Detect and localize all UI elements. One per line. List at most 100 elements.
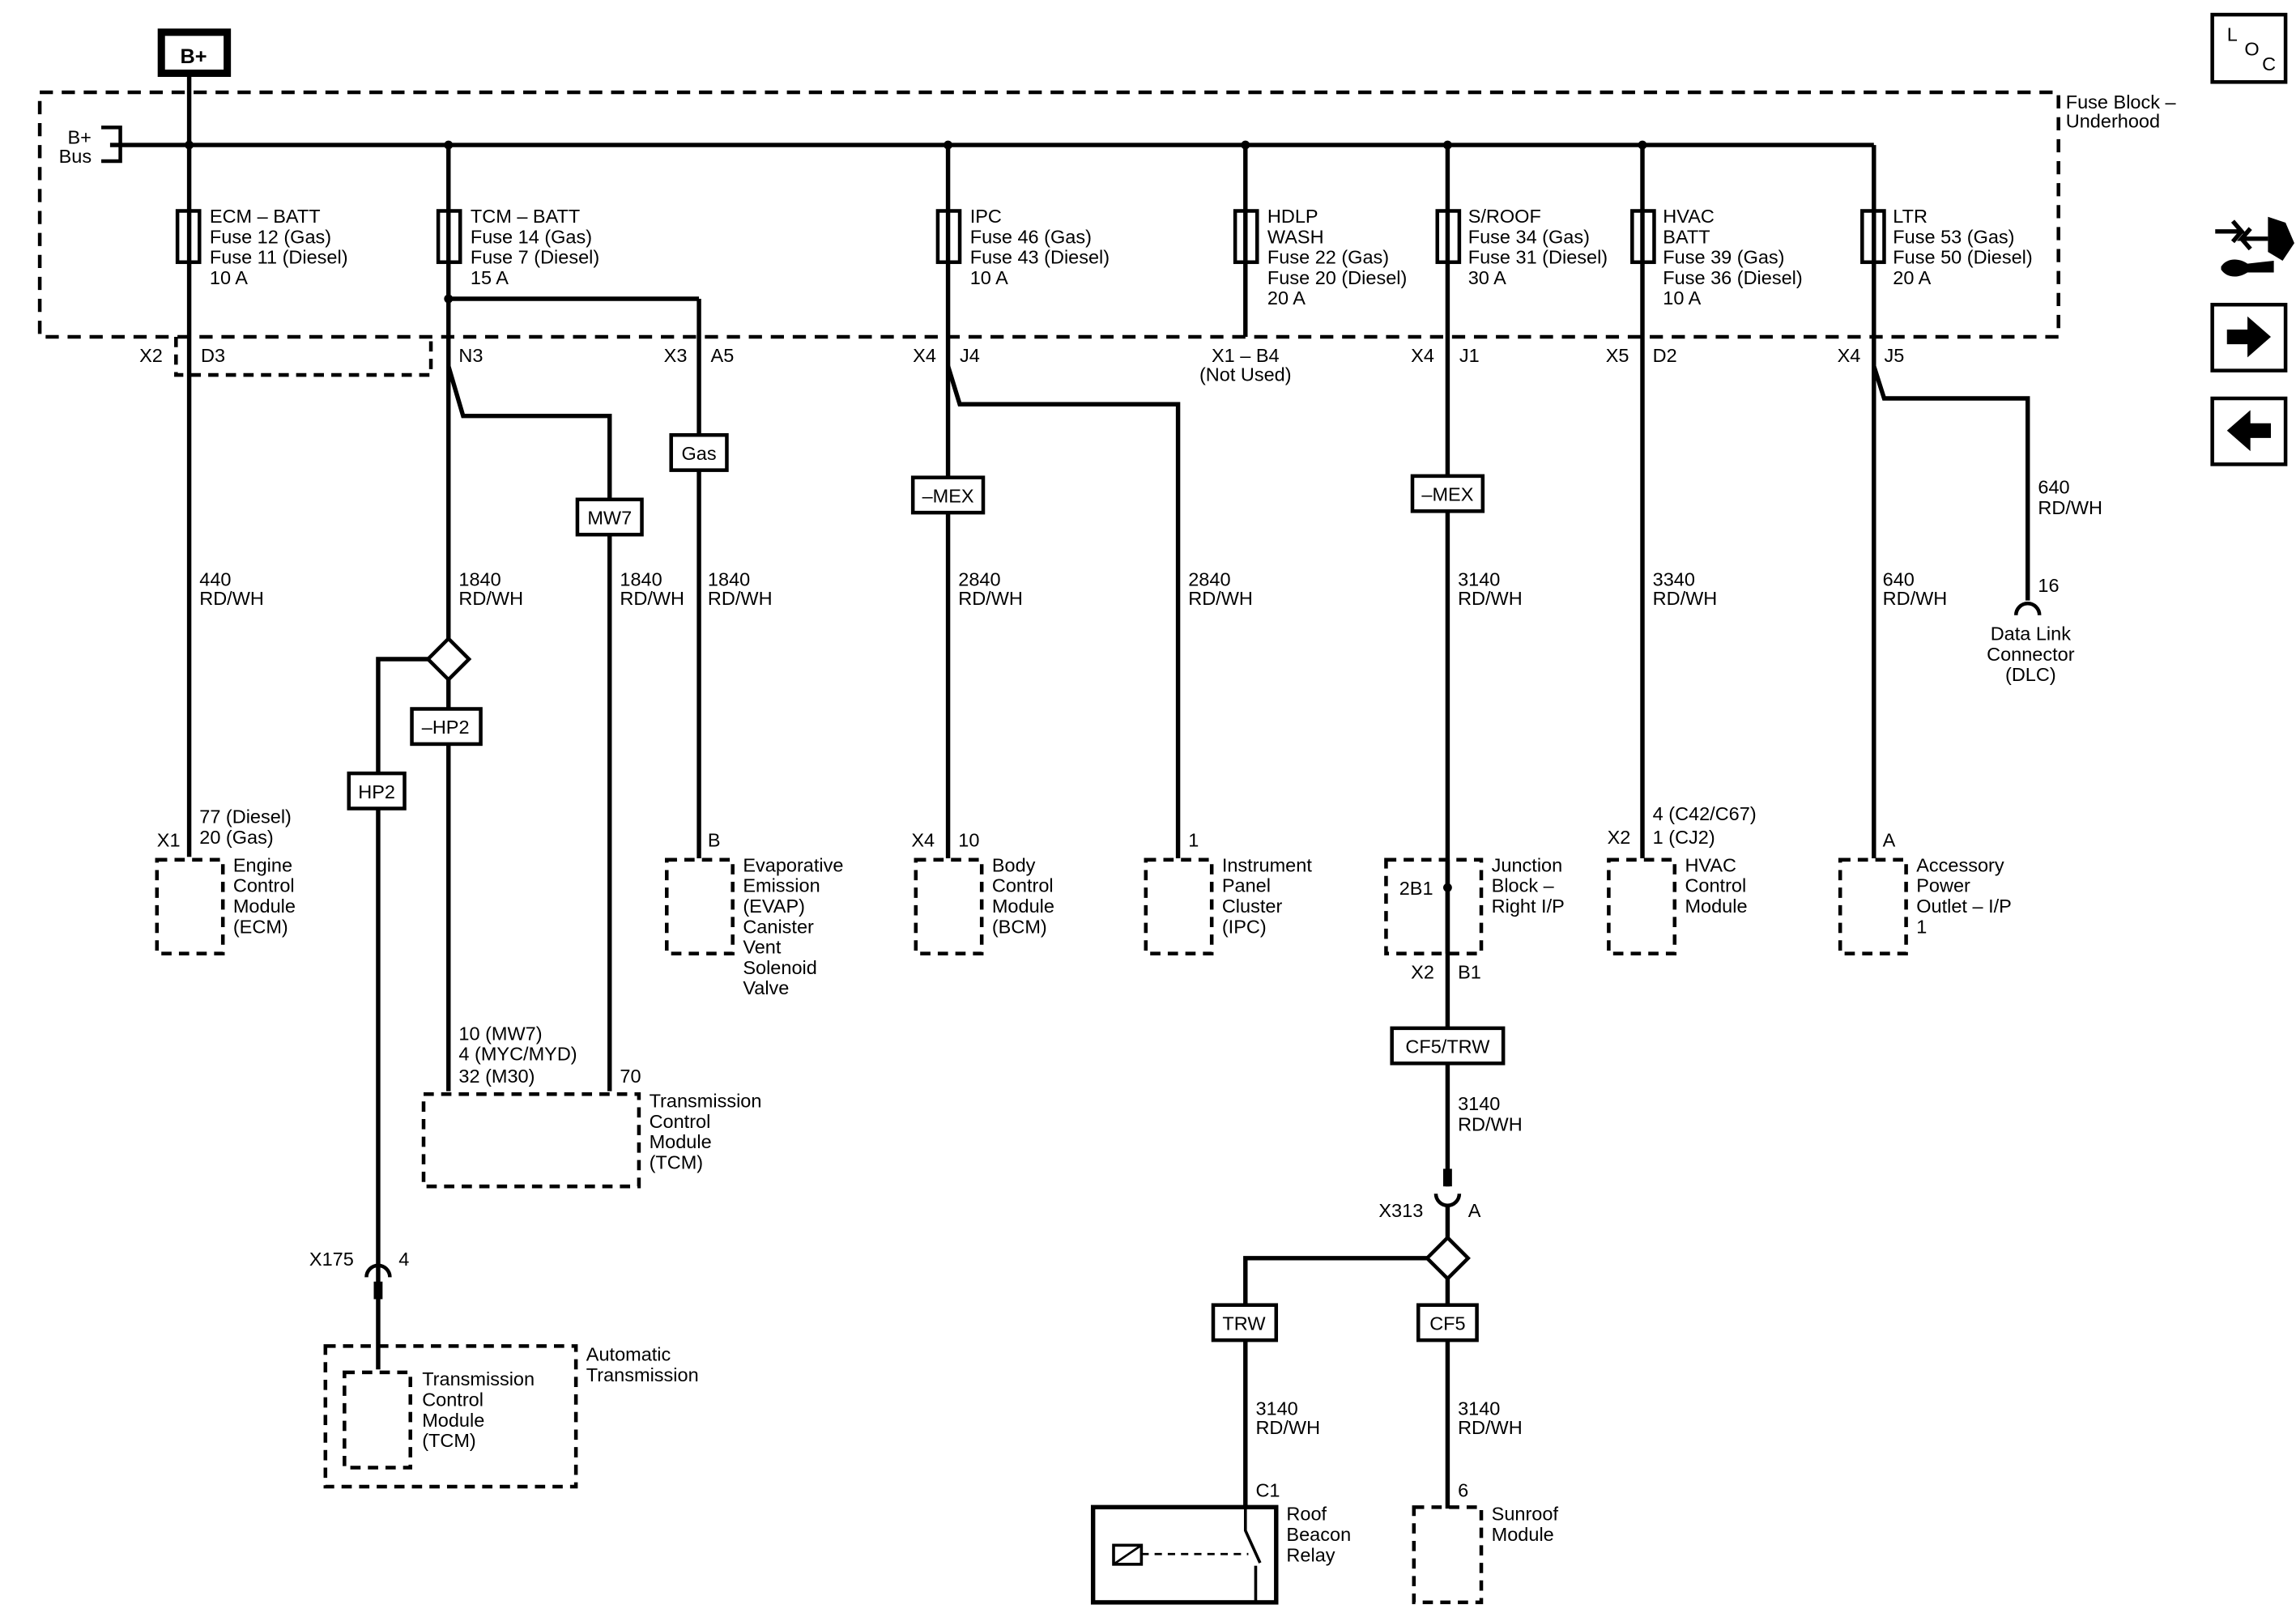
dlc-pin: 16 xyxy=(2038,575,2059,596)
x175-conn: X175 xyxy=(309,1249,354,1270)
tcm1-label-1: Transmission xyxy=(650,1091,762,1112)
tcm1-pin-1: 10 (MW7) xyxy=(458,1023,542,1044)
hvac-label-3: Module xyxy=(1685,896,1747,917)
relay-label-1: Roof xyxy=(1286,1504,1327,1525)
dlc-label-3: (DLC) xyxy=(2005,664,2056,685)
wire-640b-num: 640 xyxy=(2038,477,2069,498)
fuse-3-line-4: 10 A xyxy=(970,267,1008,288)
relay-label-2: Beacon xyxy=(1286,1524,1351,1545)
fuse-3-line-1: IPC xyxy=(970,206,1002,227)
fuse-6-line-5: 10 A xyxy=(1663,287,1701,309)
jb-pin: B1 xyxy=(1458,961,1481,982)
tcm1-module-box xyxy=(421,1091,641,1189)
bus-label-2: Bus xyxy=(59,146,92,167)
x313-connector-icon xyxy=(1433,1194,1462,1207)
bcm-label-3: Module xyxy=(992,896,1054,917)
option-hp2: HP2 xyxy=(358,781,395,802)
loc-button[interactable]: L O C xyxy=(2210,12,2288,84)
fuse-5-line-2: Fuse 34 (Gas) xyxy=(1468,226,1590,247)
option-cf5-box xyxy=(1416,1303,1479,1343)
connector-wrench-icon[interactable] xyxy=(2215,216,2294,277)
loc-o: O xyxy=(2244,39,2259,60)
fuse-6-line-3: Fuse 39 (Gas) xyxy=(1663,247,1784,268)
ecm-label-1: Engine xyxy=(233,854,292,875)
apo-label-2: Power xyxy=(1916,875,1970,896)
fuse-1-line-4: 10 A xyxy=(210,267,248,288)
fuse-labels: ECM – BATT Fuse 12 (Gas) Fuse 11 (Diesel… xyxy=(210,206,2033,309)
arrow-right-icon xyxy=(2226,316,2272,358)
tcm1-pin-2: 4 (MYC/MYD) xyxy=(458,1044,577,1065)
splice-diamond-hp2 xyxy=(425,636,472,683)
apo-label-3: Outlet – I/P xyxy=(1916,896,2012,917)
fuse-6-line-1: HVAC xyxy=(1663,206,1715,227)
option-gas-box xyxy=(669,432,729,472)
evap-label-7: Valve xyxy=(743,977,789,998)
option-mex1-box xyxy=(910,475,986,515)
fuse-5-line-4: 30 A xyxy=(1468,267,1506,288)
option-mex2-box xyxy=(1410,474,1485,513)
loc-c: C xyxy=(2262,53,2276,74)
option-trw-box xyxy=(1211,1303,1279,1343)
fuse-4-line-3: Fuse 22 (Gas) xyxy=(1267,247,1389,268)
bcm-pin: 10 xyxy=(958,830,979,851)
circuit-sroof: –MEX 3140 RD/WH 2B1 Junction Block – Rig… xyxy=(1090,145,1565,1605)
bcm-label-4: (BCM) xyxy=(992,916,1047,937)
conn-n3-label: N3 xyxy=(458,345,483,366)
fuse-block-outline xyxy=(37,90,2060,339)
dlc-connector-icon xyxy=(2013,602,2042,615)
conn-x5-label: X5 xyxy=(1606,345,1629,366)
tcm1-pin-b: 70 xyxy=(620,1066,641,1087)
evap-label-2: Emission xyxy=(743,875,820,896)
hvac-label-2: Control xyxy=(1685,875,1746,896)
fuse-7-line-2: Fuse 53 (Gas) xyxy=(1893,226,2014,247)
option-gas: Gas xyxy=(682,443,717,464)
jb-label-2: Block – xyxy=(1492,875,1555,896)
loc-l: L xyxy=(2227,24,2238,45)
hvac-label-1: HVAC xyxy=(1685,854,1736,875)
apo-module-box xyxy=(1838,857,1908,955)
option-mex1: –MEX xyxy=(922,485,974,506)
wire-1840b-num: 1840 xyxy=(620,569,662,590)
evap-label-6: Solenoid xyxy=(743,957,816,978)
tcm1-pin-3: 32 (M30) xyxy=(458,1066,535,1087)
wire-640b-color: RD/WH xyxy=(2038,497,2102,518)
evap-label-4: Canister xyxy=(743,916,814,937)
wire-440-color: RD/WH xyxy=(199,588,264,609)
option-hp2-box xyxy=(347,771,407,811)
circuit-ecm: 440 RD/WH 77 (Diesel) 20 (Gas) X1 Engine… xyxy=(155,145,296,955)
wire-3140b-num: 3140 xyxy=(1458,1093,1500,1114)
conn-x4-j4-b: J4 xyxy=(960,345,980,366)
tcm2-label-2: Control xyxy=(422,1389,483,1411)
evap-label-1: Evaporative xyxy=(743,854,843,875)
circuit-ltr: 640 RD/WH 640 RD/WH 16 Data Link Connect… xyxy=(1838,145,2102,955)
fuse-2-line-3: Fuse 7 (Diesel) xyxy=(471,247,599,268)
wire-3340-num: 3340 xyxy=(1653,569,1695,590)
wire-1840a-num: 1840 xyxy=(458,569,501,590)
option-hp2n: –HP2 xyxy=(422,717,470,738)
wire-1840a-color: RD/WH xyxy=(458,588,523,609)
sunroof-pin: 6 xyxy=(1458,1480,1468,1501)
next-page-button[interactable] xyxy=(2210,302,2288,372)
option-mw7: MW7 xyxy=(587,508,632,529)
wire-440-num: 440 xyxy=(199,569,231,590)
junction-block-box xyxy=(1384,857,1484,955)
hvac-conn: X2 xyxy=(1608,827,1631,848)
hvac-pin-1: 4 (C42/C67) xyxy=(1653,803,1757,824)
option-cf5trw: CF5/TRW xyxy=(1405,1036,1490,1057)
ecm-label-2: Control xyxy=(233,875,295,896)
x313-conn: X313 xyxy=(1378,1200,1423,1221)
relay-switch-icon xyxy=(1243,1507,1262,1564)
x313-pin: A xyxy=(1468,1200,1481,1221)
fuse-2-line-2: Fuse 14 (Gas) xyxy=(471,226,592,247)
jb-label-3: Right I/P xyxy=(1492,896,1565,917)
option-mex2: –MEX xyxy=(1421,484,1473,505)
bcm-conn: X4 xyxy=(911,830,935,851)
fuse-7-line-1: LTR xyxy=(1893,206,1928,227)
wire-2840a-num: 2840 xyxy=(958,569,1000,590)
fuse-6-line-2: BATT xyxy=(1663,226,1710,247)
auto-trans-box xyxy=(323,1344,578,1489)
previous-page-button[interactable] xyxy=(2210,396,2288,466)
fuse-4-line-4: Fuse 20 (Diesel) xyxy=(1267,267,1407,288)
auto-label-1: Automatic xyxy=(586,1343,671,1364)
fuse-4-line-5: 20 A xyxy=(1267,287,1306,309)
